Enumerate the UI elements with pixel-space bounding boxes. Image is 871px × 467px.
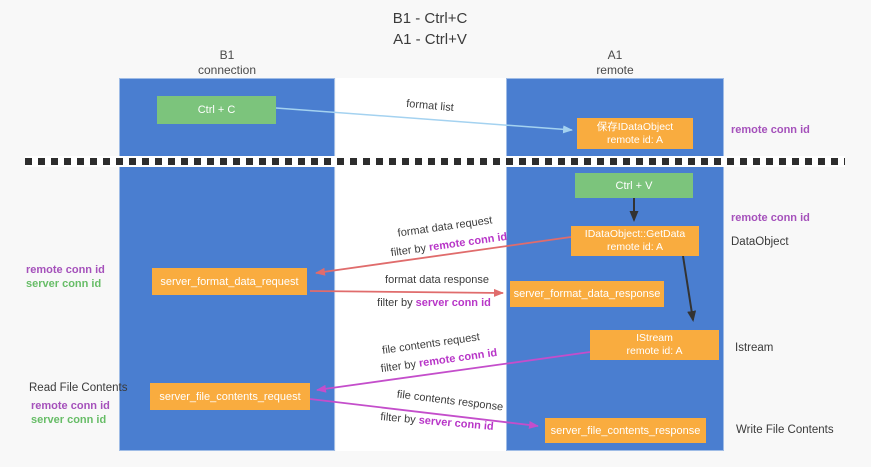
server-conn-id-text: server conn id	[415, 297, 491, 309]
network-lane	[336, 78, 506, 451]
ctrl-v-label: Ctrl + V	[615, 179, 653, 192]
left-header-sub: connection	[197, 63, 257, 77]
dashes	[25, 158, 845, 165]
left-server-conn-id-2: server conn id	[31, 414, 107, 426]
left-server-conn-id-1: server conn id	[26, 278, 102, 290]
title-line-2: A1 - Ctrl+V	[393, 31, 467, 48]
istream-line1: IStream	[636, 332, 673, 344]
istream-side-label: Istream	[735, 342, 774, 354]
format-data-response-filter-label: filter by server conn id	[374, 297, 494, 309]
right-remote-conn-id-2: remote conn id	[731, 212, 810, 224]
file-contents-response-arrow	[309, 398, 539, 429]
server-file-contents-request-label: server_file_contents_request	[159, 390, 301, 403]
istream-line2: remote id: A	[626, 345, 683, 357]
diagram-title: B1 - Ctrl+C A1 - Ctrl+V	[0, 8, 860, 50]
right-header-name: A1	[607, 48, 623, 62]
right-remote-conn-id-1: remote conn id	[731, 124, 810, 136]
server-file-contents-response-box: server_file_contents_response	[545, 418, 706, 443]
getdata-to-istream-arrow	[682, 255, 697, 322]
write-file-contents-label: Write File Contents	[736, 424, 834, 436]
server-format-data-request-box: server_format_data_request	[152, 268, 307, 295]
server-format-data-request-label: server_format_data_request	[160, 275, 299, 288]
getdata-line2: remote id: A	[606, 241, 664, 253]
getdata-line1: IDataObject::GetData	[584, 228, 686, 240]
right-column-header: A1 remote	[545, 48, 685, 78]
format-data-response-label: format data response	[385, 274, 489, 286]
save-idataobject-box: 保存IDataObject remote id: A	[577, 118, 693, 149]
dataobject-label: DataObject	[731, 236, 789, 248]
ctrl-c-box: Ctrl + C	[157, 96, 276, 124]
left-remote-conn-id-2: remote conn id	[31, 400, 110, 412]
format-data-request-arrow	[315, 236, 572, 276]
left-remote-conn-id-1: remote conn id	[26, 264, 105, 276]
ctrl-v-box: Ctrl + V	[575, 173, 693, 198]
server-file-contents-request-box: server_file_contents_request	[150, 383, 310, 410]
read-file-contents-label: Read File Contents	[29, 382, 128, 394]
file-contents-request-arrow	[316, 351, 591, 393]
istream-box: IStream remote id: A	[590, 330, 719, 360]
format-data-response-arrow	[309, 288, 504, 297]
save-idataobject-line2: remote id: A	[606, 133, 664, 146]
left-header-name: B1	[219, 48, 235, 62]
server-format-data-response-label: server_format_data_response	[513, 288, 661, 300]
getdata-box: IDataObject::GetData remote id: A	[571, 226, 699, 256]
ctrl-c-label: Ctrl + C	[197, 104, 236, 116]
title-line-1: B1 - Ctrl+C	[392, 10, 468, 27]
left-column-header: B1 connection	[157, 48, 297, 78]
save-idataobject-line1: 保存IDataObject	[596, 120, 674, 133]
server-format-data-response-box: server_format_data_response	[510, 281, 664, 307]
right-header-sub: remote	[596, 63, 634, 77]
filter-by-text: filter by	[377, 297, 416, 309]
session-divider-dashed-line	[25, 156, 845, 167]
server-file-contents-response-label: server_file_contents_response	[550, 424, 701, 437]
format-list-arrow	[275, 107, 573, 134]
